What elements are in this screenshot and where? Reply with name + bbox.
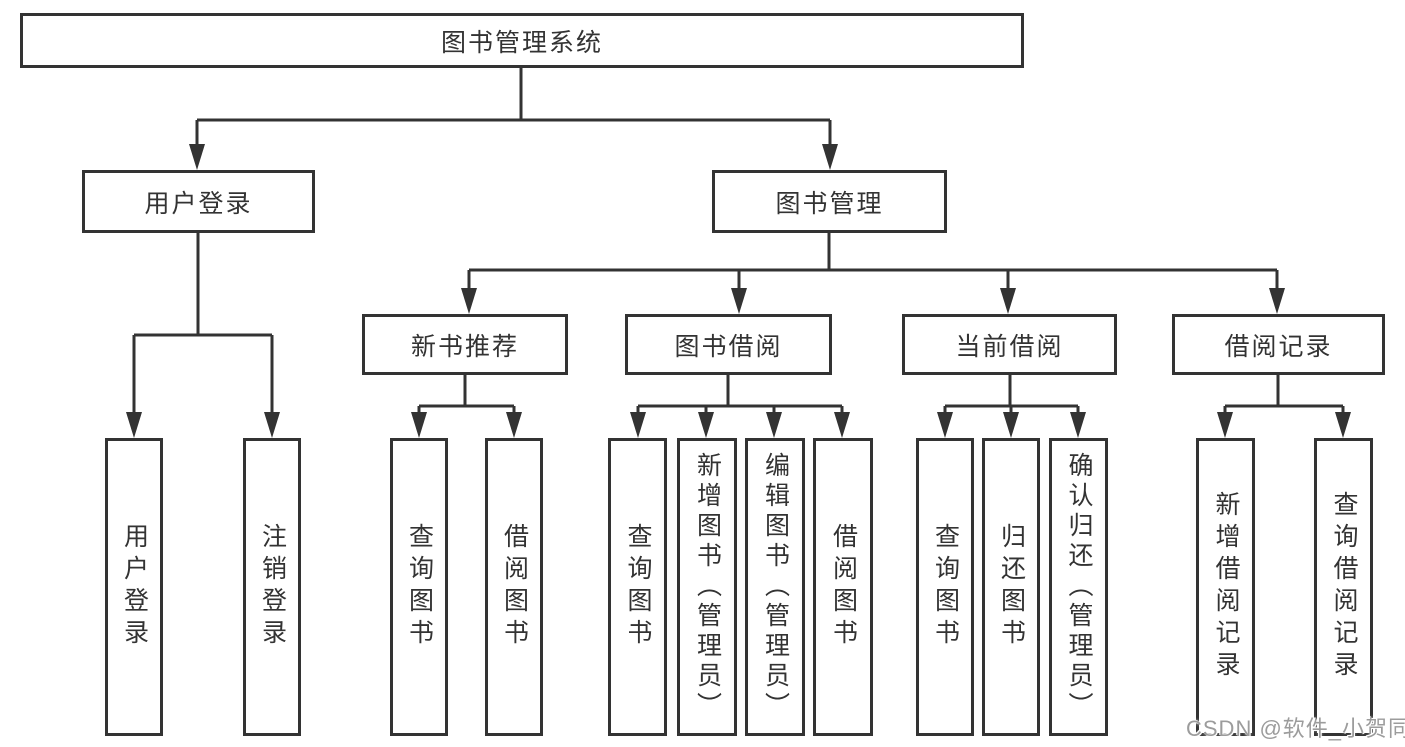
leaf-query-books-3-label: 查询图书	[931, 523, 960, 651]
leaf-add-book-admin-label: 新增图书（管理员）	[693, 452, 722, 722]
connector-borrowing-records-children	[1223, 375, 1345, 414]
node-current-borrowing-label: 当前借阅	[955, 332, 1064, 361]
arrow-down-icon	[822, 144, 838, 170]
arrow-down-icon	[1269, 288, 1285, 314]
connector-path	[943, 375, 1080, 414]
connector-path	[1223, 375, 1345, 414]
arrow-down-icon	[189, 144, 205, 170]
leaf-logout-login-label: 注销登录	[258, 523, 287, 651]
connector-root-to-level2	[195, 68, 832, 146]
leaf-borrow-books-1: 借阅图书	[485, 438, 543, 736]
connector-borrowing-records-arrows	[1217, 412, 1351, 438]
arrow-down-icon	[461, 288, 477, 314]
arrow-down-icon	[411, 412, 427, 438]
connector-new-book-recommend-arrows	[411, 412, 522, 438]
leaf-confirm-return-admin: 确认归还（管理员）	[1049, 438, 1108, 736]
connector-user-login-children	[132, 233, 274, 414]
leaf-borrow-books-1-label: 借阅图书	[500, 523, 529, 651]
connector-path	[636, 375, 844, 414]
connector-root-arrows	[189, 144, 838, 170]
connector-book-borrowing-children	[636, 375, 844, 414]
node-user-login-label: 用户登录	[144, 189, 253, 218]
connector-book-borrowing-arrows	[630, 412, 850, 438]
connector-path	[467, 233, 1279, 290]
leaf-edit-book-admin-label: 编辑图书（管理员）	[761, 452, 790, 722]
leaf-return-books-label: 归还图书	[997, 523, 1026, 651]
leaf-query-borrow-record: 查询借阅记录	[1314, 438, 1373, 736]
connector-path	[417, 375, 516, 414]
leaf-borrow-books-2-label: 借阅图书	[829, 523, 858, 651]
node-borrowing-records: 借阅记录	[1172, 314, 1385, 375]
leaf-add-book-admin: 新增图书（管理员）	[677, 438, 737, 736]
arrow-down-icon	[126, 412, 142, 438]
arrow-down-icon	[1000, 288, 1016, 314]
node-book-management-label: 图书管理	[775, 189, 884, 218]
arrow-down-icon	[264, 412, 280, 438]
leaf-query-books-1-label: 查询图书	[405, 523, 434, 651]
leaf-query-books-2: 查询图书	[608, 438, 667, 736]
leaf-confirm-return-admin-label: 确认归还（管理员）	[1065, 452, 1093, 722]
arrow-down-icon	[506, 412, 522, 438]
connector-book-management-children	[467, 233, 1279, 290]
arrow-down-icon	[834, 412, 850, 438]
connector-path	[195, 68, 832, 146]
leaf-edit-book-admin: 编辑图书（管理员）	[745, 438, 805, 736]
node-current-borrowing: 当前借阅	[902, 314, 1117, 375]
arrow-down-icon	[1335, 412, 1351, 438]
leaf-query-books-1: 查询图书	[390, 438, 448, 736]
connector-current-borrowing-children	[943, 375, 1080, 414]
connector-current-borrowing-arrows	[937, 412, 1086, 438]
node-borrowing-records-label: 借阅记录	[1224, 332, 1333, 361]
arrow-down-icon	[731, 288, 747, 314]
watermark: CSDN @软件_小贺同学	[1186, 716, 1405, 741]
node-root: 图书管理系统	[20, 13, 1024, 68]
leaf-add-borrow-record: 新增借阅记录	[1196, 438, 1255, 736]
node-user-login: 用户登录	[82, 170, 315, 233]
arrow-down-icon	[1003, 412, 1019, 438]
arrow-down-icon	[698, 412, 714, 438]
connector-new-book-recommend-children	[417, 375, 516, 414]
node-book-borrowing-label: 图书借阅	[674, 332, 783, 361]
arrow-down-icon	[937, 412, 953, 438]
leaf-return-books: 归还图书	[982, 438, 1040, 736]
node-new-book-recommend-label: 新书推荐	[410, 332, 519, 361]
connector-path	[132, 233, 274, 414]
node-book-borrowing: 图书借阅	[625, 314, 832, 375]
leaf-query-books-2-label: 查询图书	[624, 523, 652, 651]
leaf-add-borrow-record-label: 新增借阅记录	[1212, 491, 1240, 683]
leaf-query-borrow-record-label: 查询借阅记录	[1330, 491, 1358, 683]
node-new-book-recommend: 新书推荐	[362, 314, 568, 375]
leaf-user-login-label: 用户登录	[120, 523, 149, 651]
leaf-logout-login: 注销登录	[243, 438, 301, 736]
arrow-down-icon	[630, 412, 646, 438]
node-root-label: 图书管理系统	[440, 28, 603, 57]
leaf-query-books-3: 查询图书	[916, 438, 974, 736]
leaf-user-login: 用户登录	[105, 438, 163, 736]
connector-book-management-arrows	[461, 288, 1285, 314]
arrow-down-icon	[1217, 412, 1233, 438]
node-book-management: 图书管理	[712, 170, 947, 233]
arrow-down-icon	[766, 412, 782, 438]
connector-user-login-arrows	[126, 412, 280, 438]
leaf-borrow-books-2: 借阅图书	[813, 438, 873, 736]
arrow-down-icon	[1070, 412, 1086, 438]
